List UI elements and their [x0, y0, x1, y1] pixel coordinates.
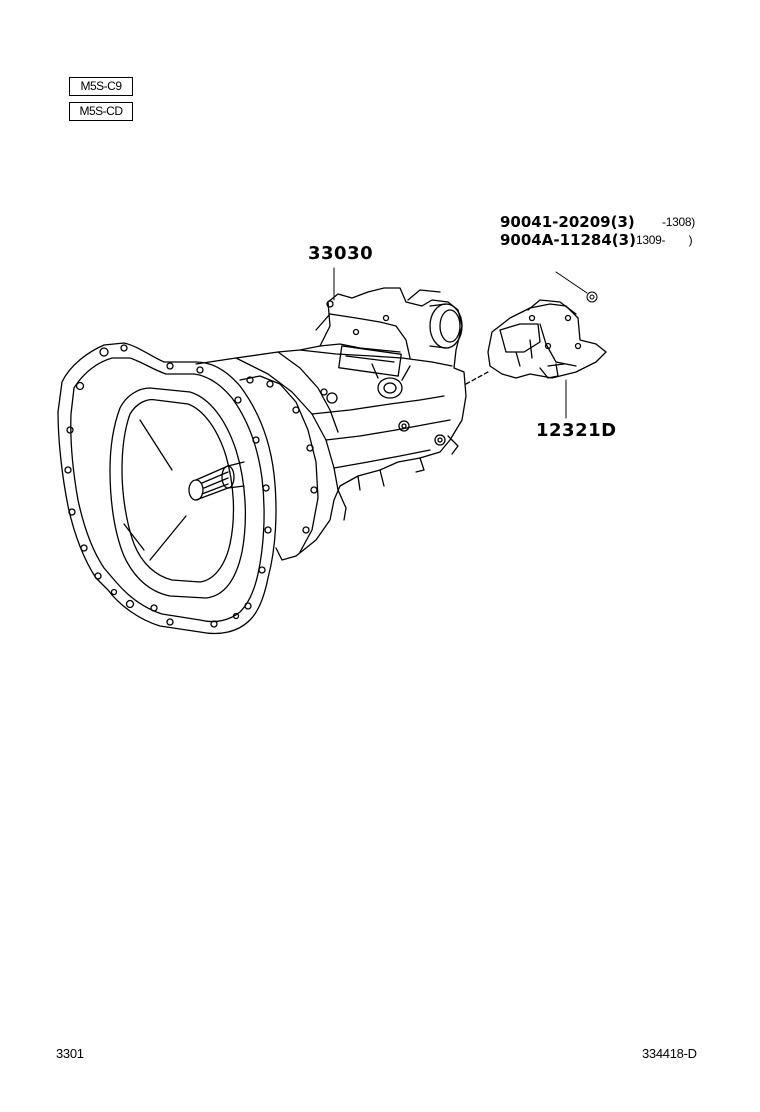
flange-bolt-holes	[64, 344, 272, 628]
model-code-box-1: M5S-C9	[69, 77, 133, 96]
bell-housing	[57, 342, 277, 635]
page-reference: 3301	[56, 1046, 84, 1061]
bolt-2-qty: (3)	[611, 231, 636, 249]
leader-bolt	[555, 271, 588, 294]
part-label-bolt-1: 90041-20209(3)	[500, 213, 635, 231]
part-label-12321D: 12321D	[536, 420, 617, 441]
leader-lines	[333, 267, 588, 419]
bolt-1-qty: (3)	[610, 213, 635, 231]
bolt-1-number: 90041-20209	[500, 213, 611, 231]
input-shaft	[188, 461, 245, 501]
transmission-case	[195, 287, 489, 561]
model-code-box-2: M5S-CD	[69, 102, 133, 121]
part-label-bolt-2: 9004A-11284(3)	[500, 231, 636, 249]
bolt-1-applicability: -1308)	[662, 215, 695, 229]
part-label-33030: 33030	[308, 243, 374, 264]
bolt-2-number: 9004A-11284	[500, 231, 612, 249]
bolt-marker	[586, 291, 598, 303]
mount-bracket	[487, 299, 607, 379]
diagram-id: 334418-D	[642, 1046, 697, 1061]
bolt-2-applicability: 1309- )	[636, 233, 693, 247]
